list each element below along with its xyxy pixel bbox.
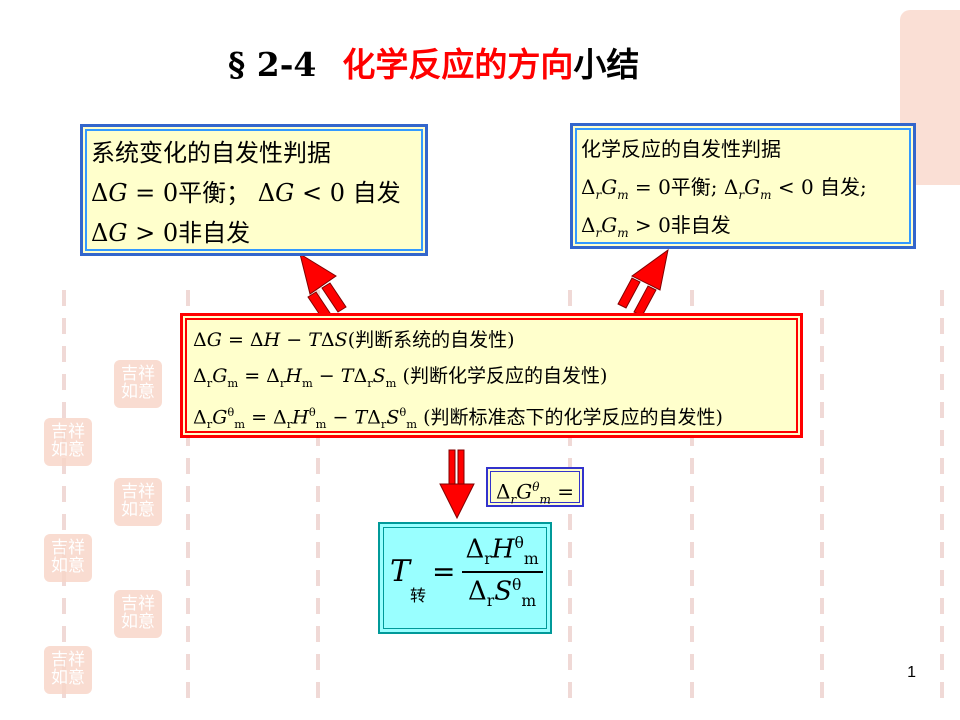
decorative-dash-column xyxy=(62,290,66,710)
title-section-number: § 2-4 xyxy=(228,45,317,84)
title-black-text: 小结 xyxy=(573,45,640,84)
reaction-criteria-box: 化学反应的自发性判据 ΔrGm = 0平衡; ΔrGm < 0 自发; ΔrGm… xyxy=(570,123,916,249)
gibbs-equation-standard: ΔrGθm = ΔrHθm − TΔrSθm (判断标准态下的化学反应的自发性) xyxy=(193,405,723,432)
decorative-dash-column xyxy=(690,290,694,710)
seal-watermark: 吉祥如意 xyxy=(114,590,162,638)
system-less-condition: 0 自发 xyxy=(329,179,401,207)
page-number: 1 xyxy=(907,664,916,681)
up-arrow-right xyxy=(617,248,669,317)
gibbs-equation-reaction-note: (判断化学反应的自发性) xyxy=(402,365,608,387)
reaction-greater-condition: 0非自发 xyxy=(658,213,731,237)
seal-watermark: 吉祥如意 xyxy=(44,534,92,582)
decorative-dash-column xyxy=(820,290,824,710)
seal-watermark: 吉祥如意 xyxy=(44,418,92,466)
seal-watermark: 吉祥如意 xyxy=(114,478,162,526)
gibbs-equations-box: ΔG = ΔH − TΔS(判断系统的自发性) ΔrGm = ΔrHm − TΔ… xyxy=(180,313,803,438)
title-red-text: 化学反应的方向 xyxy=(342,45,574,84)
down-arrow xyxy=(439,449,475,520)
transition-temperature-subscript: 转 xyxy=(410,585,427,605)
system-equal-condition: 0平衡； xyxy=(162,179,251,207)
system-criteria-box: 系统变化的自发性判据 ΔG = 0平衡； ΔG < 0 自发 ΔG > 0非自发 xyxy=(80,124,428,256)
reaction-equal-condition: 0平衡; xyxy=(658,175,718,199)
gibbs-equation-system-note: (判断系统的自发性) xyxy=(347,329,515,351)
slide-title: § 2-4 化学反应的方向小结 xyxy=(228,38,639,86)
gibbs-equation-system: ΔG = ΔH − TΔS(判断系统的自发性) xyxy=(193,329,515,351)
decorative-dash-column xyxy=(316,290,320,710)
decorative-dash-column xyxy=(940,290,944,710)
standard-gibbs-zero-box: ΔrGθm = 0 xyxy=(486,467,584,548)
system-criteria-line-2: ΔG > 0非自发 xyxy=(91,219,251,247)
gibbs-equation-reaction: ΔrGm = ΔrHm − TΔrSm (判断化学反应的自发性) xyxy=(193,365,608,390)
seal-watermark: 吉祥如意 xyxy=(114,360,162,408)
system-criteria-line-1: ΔG = 0平衡； ΔG < 0 自发 xyxy=(91,179,401,207)
gibbs-equation-standard-note: (判断标准态下的化学反应的自发性) xyxy=(423,406,723,429)
up-arrow-left xyxy=(299,252,347,322)
decorative-dash-column xyxy=(186,290,190,710)
reaction-criteria-line-2: ΔrGm > 0非自发 xyxy=(581,213,731,240)
transition-temperature-fraction: ΔrHθm ΔrSθm xyxy=(461,534,543,610)
reaction-criteria-line-1: ΔrGm = 0平衡; ΔrGm < 0 自发; xyxy=(581,175,867,202)
seal-watermark: 吉祥如意 xyxy=(44,646,92,694)
reaction-less-condition: 0 自发; xyxy=(800,175,867,199)
system-criteria-heading: 系统变化的自发性判据 xyxy=(91,139,331,167)
reaction-criteria-heading: 化学反应的自发性判据 xyxy=(581,137,781,161)
system-greater-condition: 0非自发 xyxy=(162,219,251,247)
